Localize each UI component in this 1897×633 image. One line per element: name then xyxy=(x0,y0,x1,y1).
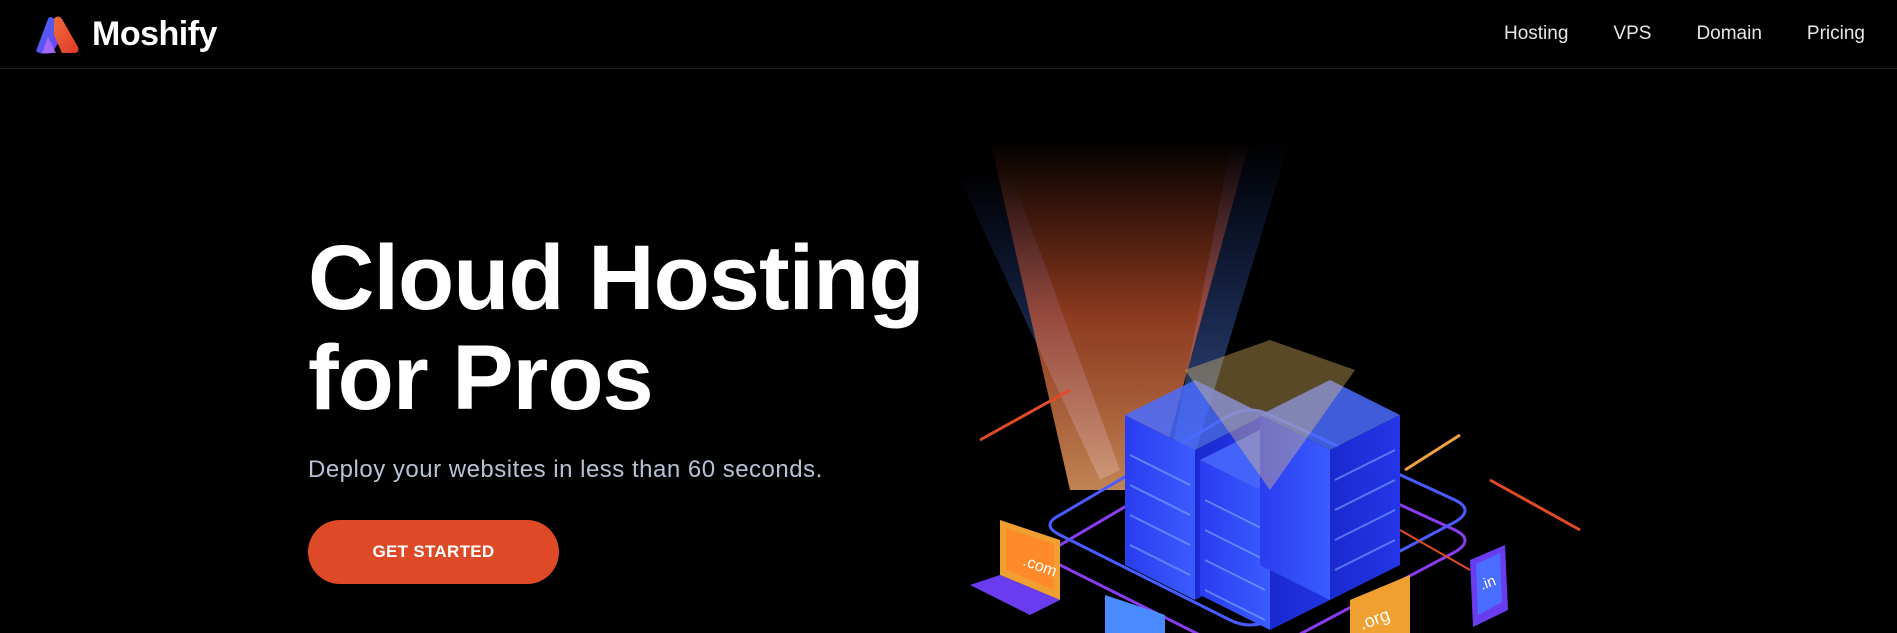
nav-item-vps: VPS xyxy=(1613,23,1651,45)
navbar: Moshify Hosting VPS Domain Pricing xyxy=(0,0,1897,69)
light-streak xyxy=(1489,478,1581,532)
nav-link-vps[interactable]: VPS xyxy=(1613,23,1652,44)
nav-links: Hosting VPS Domain Pricing xyxy=(1504,23,1865,45)
brand-link[interactable]: Moshify xyxy=(32,13,217,55)
light-streak xyxy=(979,388,1071,442)
light-streak xyxy=(1399,529,1471,571)
phone-domain-label: .in xyxy=(1478,572,1499,593)
hero-text: Cloud Hosting for Pros Deploy your websi… xyxy=(308,228,1008,484)
nav-link-pricing[interactable]: Pricing xyxy=(1806,23,1865,44)
server-illustration: .com .org .in xyxy=(960,140,1581,633)
server-top-glow xyxy=(1185,340,1355,490)
hero-title-line-2: for Pros xyxy=(308,327,654,429)
nav-link-domain[interactable]: Domain xyxy=(1696,23,1762,44)
laptop-device: .com xyxy=(970,520,1060,615)
nav-link-hosting[interactable]: Hosting xyxy=(1503,23,1569,44)
hero-title: Cloud Hosting for Pros xyxy=(308,228,1008,428)
tablet-device: .org xyxy=(1350,575,1410,633)
nav-item-domain: Domain xyxy=(1696,23,1761,45)
nav-item-pricing: Pricing xyxy=(1807,23,1865,45)
brand-name: Moshify xyxy=(92,14,217,53)
nav-item-hosting: Hosting xyxy=(1504,23,1568,45)
hero-subtitle: Deploy your websites in less than 60 sec… xyxy=(308,456,823,483)
monitor-device xyxy=(1105,595,1165,633)
phone-device: .in xyxy=(1470,545,1508,627)
hero-title-line-1: Cloud Hosting xyxy=(308,227,925,329)
moshify-logo-icon xyxy=(36,16,79,54)
light-streak xyxy=(1404,433,1461,472)
server-stack-right xyxy=(1260,380,1400,600)
get-started-button[interactable]: GET STARTED xyxy=(308,520,559,584)
light-beam-center xyxy=(990,140,1250,490)
